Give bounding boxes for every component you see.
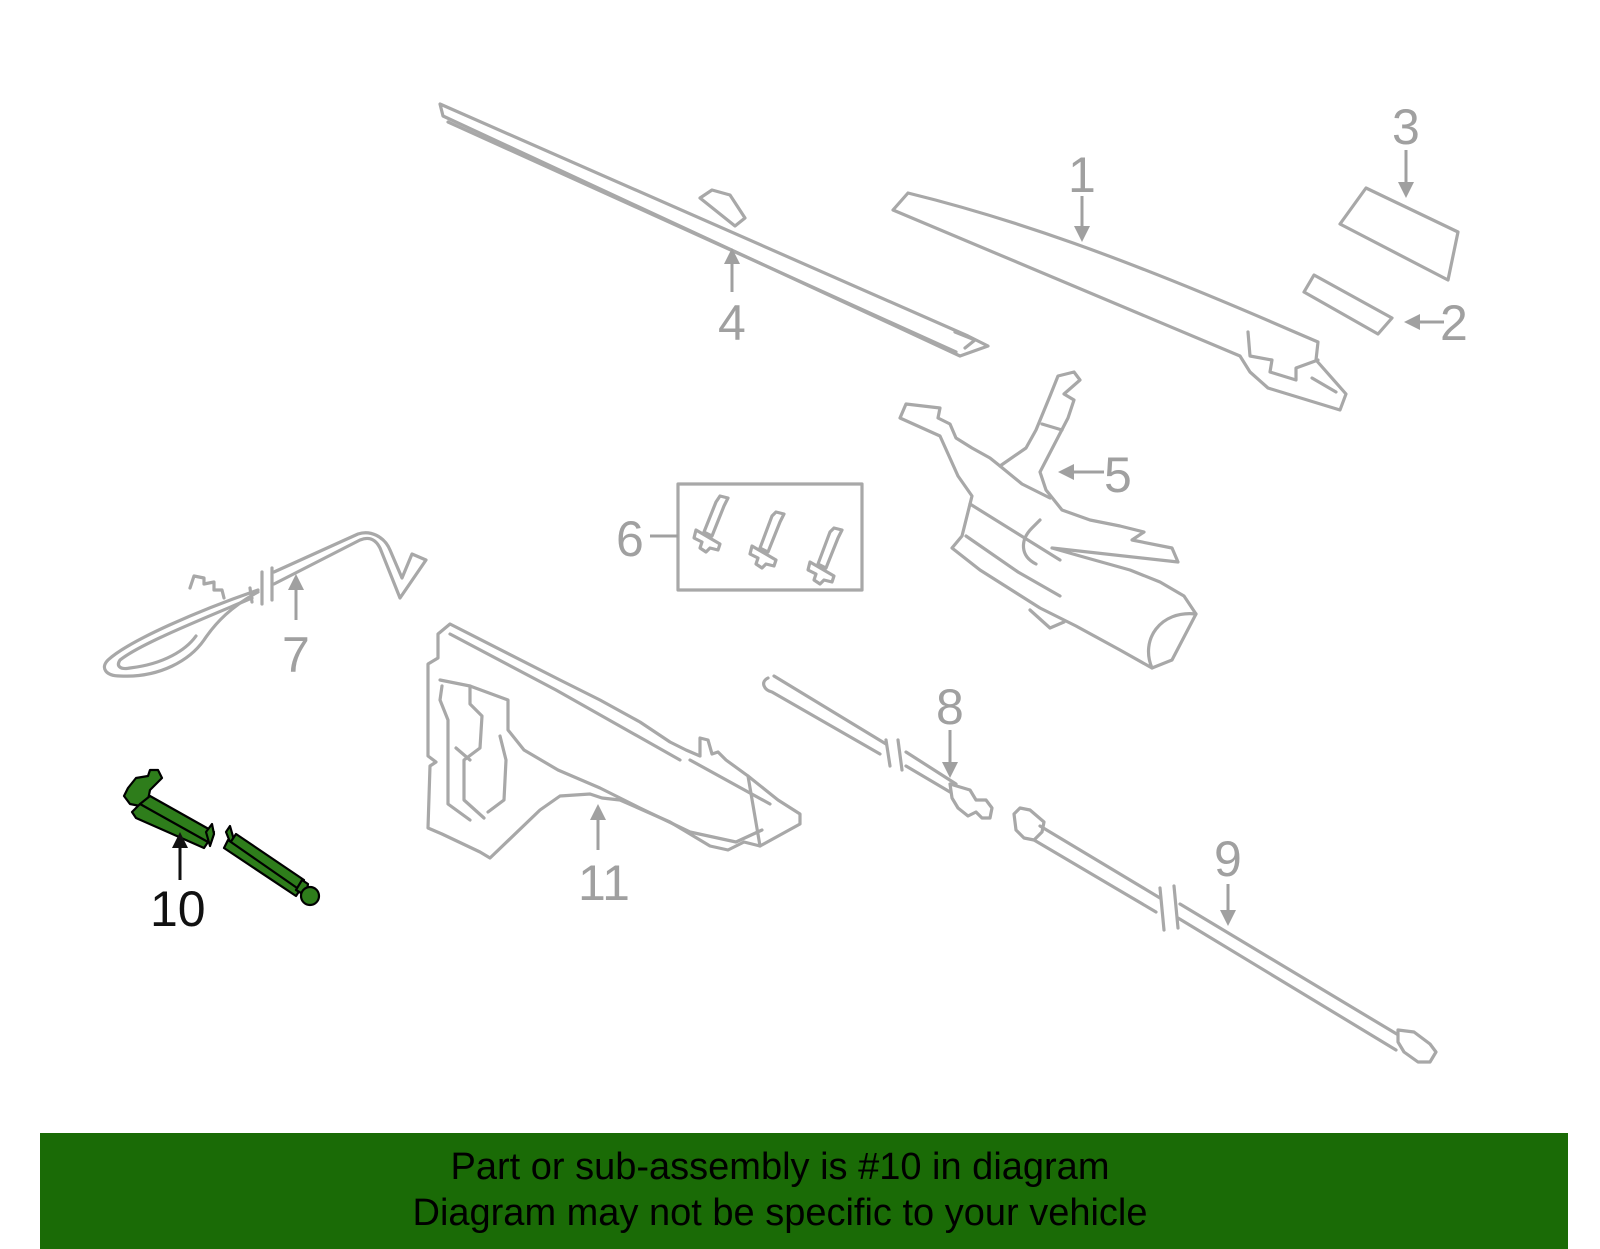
part-2-cap[interactable] — [1302, 273, 1394, 336]
part-4-wiper-blade[interactable] — [438, 102, 990, 358]
part-3-cover[interactable] — [1338, 186, 1460, 282]
callout-3: 3 — [1392, 99, 1420, 155]
part-1-wiper-arm[interactable] — [891, 191, 1348, 412]
leader-lines — [172, 150, 1444, 926]
callout-4: 4 — [718, 295, 746, 351]
part-5-wiper-motor[interactable] — [898, 370, 1198, 670]
banner-disclaimer: Diagram may not be specific to your vehi… — [412, 1192, 1148, 1234]
callout-2: 2 — [1440, 295, 1468, 351]
callout-1: 1 — [1068, 147, 1096, 203]
part-10-washer-hose-highlighted[interactable] — [122, 768, 321, 907]
callout-7: 7 — [282, 627, 310, 683]
bolt-2 — [748, 510, 786, 570]
info-banner: Part or sub-assembly is #10 in diagram D… — [40, 1133, 1568, 1249]
bolt-1 — [692, 494, 730, 554]
part-7-washer-hose[interactable] — [102, 531, 428, 678]
callout-8: 8 — [936, 679, 964, 735]
callout-5: 5 — [1104, 447, 1132, 503]
callout-11: 11 — [578, 855, 630, 911]
callout-labels: 1 2 3 4 5 6 7 8 9 10 11 — [150, 99, 1468, 937]
callout-6: 6 — [616, 511, 644, 567]
part-9-washer-line[interactable] — [1012, 806, 1438, 1064]
bolt-3 — [806, 526, 844, 586]
banner-part-info: Part or sub-assembly is #10 in diagram — [450, 1146, 1110, 1188]
part-8-washer-tube[interactable] — [762, 674, 994, 820]
callout-10: 10 — [150, 881, 206, 937]
part-6-bolt-kit[interactable] — [676, 482, 864, 592]
part-10-end-fitting — [299, 885, 321, 907]
callout-9: 9 — [1214, 831, 1242, 887]
part-11-washer-reservoir[interactable] — [426, 622, 802, 860]
